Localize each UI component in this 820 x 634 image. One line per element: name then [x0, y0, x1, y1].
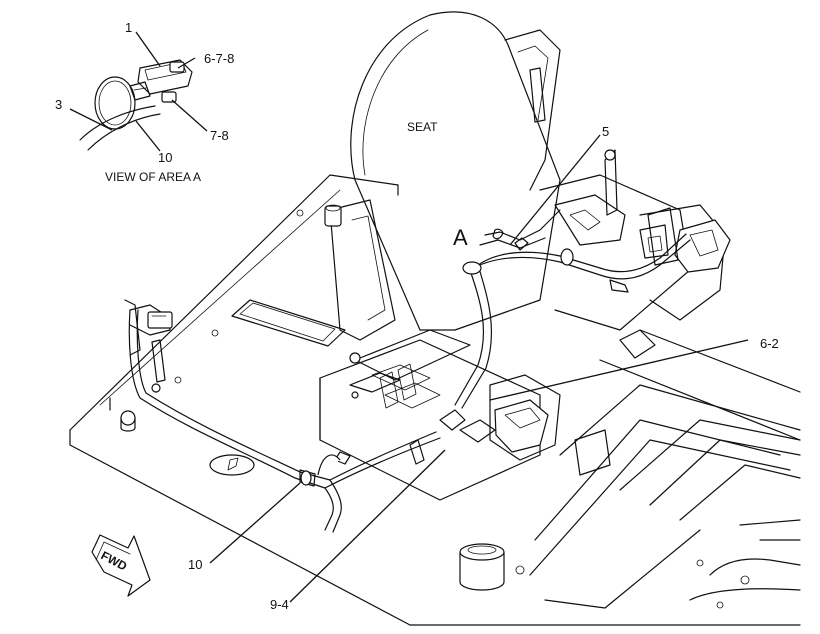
seat-label: SEAT: [407, 120, 438, 134]
seat-armrest-left: [324, 199, 396, 341]
accumulator-canister: [459, 543, 505, 591]
seat-outline: [350, 11, 561, 331]
area-a-marker: A: [453, 225, 468, 250]
seat-base-box: [319, 329, 541, 501]
view-of-area-a-title: VIEW OF AREA A: [105, 170, 201, 184]
callout-6-2: 6-2: [760, 336, 779, 351]
fwd-arrow-icon: FWD: [91, 534, 151, 597]
callout-1: 1: [125, 20, 132, 35]
leader-lines: [69, 31, 749, 603]
callout-9-4: 9-4: [270, 597, 289, 612]
callout-10: 10: [188, 557, 202, 572]
callout-3: 3: [55, 97, 62, 112]
callout-6-7-8: 6-7-8: [204, 51, 234, 66]
callout-labels: 1 6-7-8 3 7-8 10 VIEW OF AREA A SEAT A 5…: [55, 20, 779, 612]
callout-7-8: 7-8: [210, 128, 229, 143]
detail-view-area-a: [79, 59, 193, 151]
callout-5: 5: [602, 124, 609, 139]
wiring-harness: [128, 209, 691, 533]
left-side-bracket: [120, 299, 173, 432]
callout-detail-10: 10: [158, 150, 172, 165]
left-control-bracket: [489, 329, 656, 476]
right-console: [539, 149, 731, 331]
floor-cutouts: [209, 299, 801, 609]
